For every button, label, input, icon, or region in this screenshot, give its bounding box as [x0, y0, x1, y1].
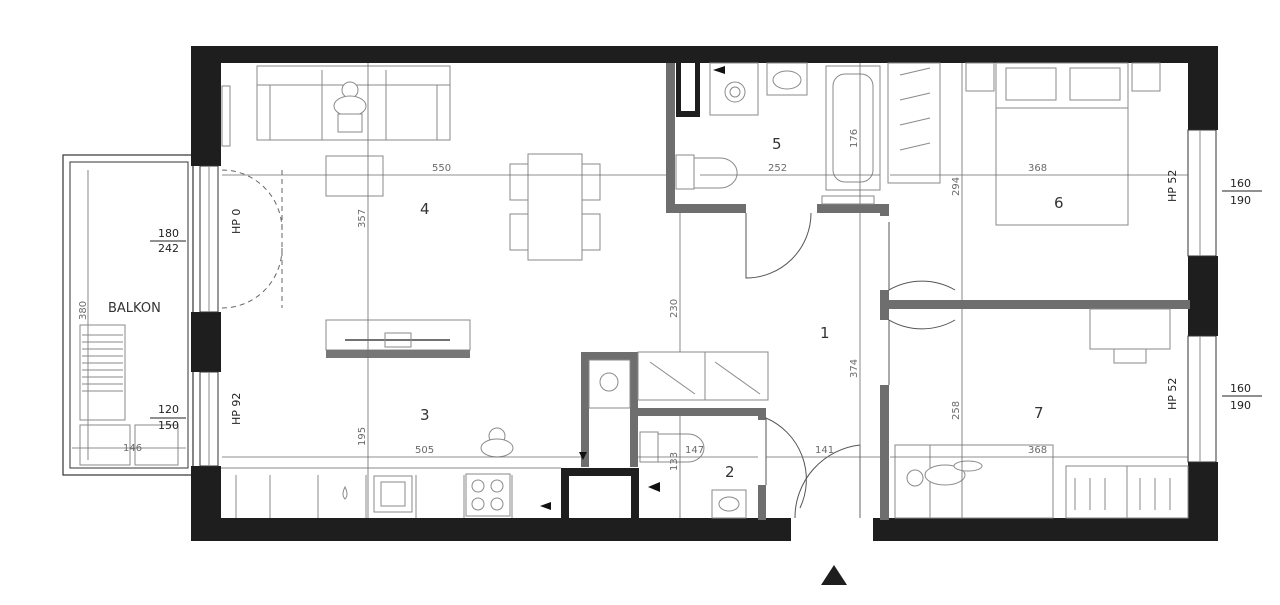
room-number-3: 3	[420, 406, 430, 424]
entrance-triangle-icon	[821, 565, 847, 585]
window-bed6-top: 160	[1230, 177, 1251, 190]
window-living-bottom: 242	[158, 242, 179, 255]
person-on-sofa	[333, 81, 367, 133]
balcony-chair	[79, 424, 131, 466]
boiler	[709, 62, 759, 116]
wc-fixtures	[639, 431, 747, 519]
window-living	[199, 165, 219, 313]
desk	[1089, 308, 1171, 350]
window-kitchen-top: 120	[158, 403, 179, 416]
dim-living-width: 550	[432, 163, 451, 174]
interior-doors	[745, 212, 956, 519]
wall-shelf	[221, 85, 231, 147]
wardrobe-bath	[887, 62, 941, 184]
nightstand-left	[965, 62, 995, 92]
balcony: BALKON 380 146	[62, 154, 194, 476]
faucet-icon	[342, 485, 348, 500]
desk-chair	[1113, 348, 1147, 364]
dim-bed7-width: 368	[1028, 445, 1047, 456]
dining-table	[509, 153, 601, 261]
dimension-labels: 550 357 252 176 294 368 230 374 258 195 …	[357, 129, 1047, 471]
wardrobe-bedroom-7	[1065, 465, 1189, 519]
fridge-marker-icon	[579, 452, 587, 460]
exterior-walls	[191, 46, 1218, 541]
dim-kitchen-width: 505	[415, 445, 434, 456]
washing-machine	[588, 359, 631, 409]
room-number-5: 5	[772, 135, 782, 153]
balcony-height-dim: 380	[78, 301, 89, 320]
balcony-table	[134, 424, 179, 466]
window-bed7-bottom: 190	[1230, 399, 1251, 412]
dim-wc-width: 147	[685, 445, 704, 456]
dim-bed6-depth: 294	[951, 177, 962, 196]
window-bed6-bottom: 190	[1230, 194, 1251, 207]
double-bed	[995, 62, 1129, 226]
dim-hall-depth: 230	[669, 299, 680, 318]
living-room-furniture	[221, 65, 601, 358]
wc-toilet	[639, 431, 705, 463]
room-number-4: 4	[420, 200, 430, 218]
room-number-1: 1	[820, 324, 830, 342]
room-number-6: 6	[1054, 194, 1064, 212]
bedroom-6-furniture	[965, 62, 1161, 226]
window-kitchen-bottom: 150	[158, 419, 179, 432]
person-in-kitchen	[480, 427, 514, 458]
bedroom-7-furniture	[894, 308, 1189, 519]
window-bedroom-7	[1187, 335, 1217, 463]
dim-bath-width: 252	[768, 163, 787, 174]
window-bed6-sill: HP 52	[1166, 170, 1179, 202]
person-in-bed	[906, 460, 983, 487]
window-kitchen	[199, 371, 219, 467]
coffee-table	[325, 155, 384, 197]
dim-kitchen-depth: 195	[357, 427, 368, 446]
dim-bath-depth: 176	[849, 129, 860, 148]
bathtub	[825, 65, 881, 191]
shaft-marker-icon	[540, 502, 551, 510]
dim-bed7-depth: 258	[951, 401, 962, 420]
balcony-deckchair	[79, 324, 126, 421]
dim-wc-depth: 133	[669, 452, 680, 471]
balcony-door-swing	[221, 169, 283, 309]
window-living-top: 180	[158, 227, 179, 240]
kitchen-sink	[373, 475, 413, 513]
shaft-marker-icon-2	[648, 482, 660, 492]
shower-drain	[821, 195, 875, 205]
windows	[199, 129, 1217, 467]
toilet	[675, 154, 738, 190]
kitchen-counter	[221, 427, 660, 518]
room-number-7: 7	[1034, 404, 1044, 422]
window-kitchen-sill: HP 92	[230, 393, 243, 425]
dimension-lines	[222, 63, 1188, 518]
nightstand-right	[1131, 62, 1161, 92]
room-number-2: 2	[725, 463, 735, 481]
window-bed7-sill: HP 52	[1166, 378, 1179, 410]
bathroom-fixtures	[675, 62, 941, 205]
bathroom-sink	[766, 62, 808, 96]
wc-sink	[711, 489, 747, 519]
dim-entry-width: 141	[815, 445, 834, 456]
dim-living-depth: 357	[357, 209, 368, 228]
interior-walls	[561, 63, 1190, 520]
room-numbers: 1 2 3 4 5 6 7	[420, 135, 1064, 481]
boiler-marker-icon	[713, 66, 725, 74]
balcony-label: BALKON	[108, 301, 161, 316]
window-labels: 180 242 HP 0 120 150 HP 92 160 190 HP 52…	[150, 170, 1262, 432]
tv-cabinet	[325, 319, 471, 358]
window-living-sill: HP 0	[230, 209, 243, 234]
dim-hall-length: 374	[849, 359, 860, 378]
balcony-width-dim: 146	[123, 443, 142, 454]
cooktop	[465, 473, 511, 517]
dim-bed6-width: 368	[1028, 163, 1047, 174]
hall-wardrobe	[588, 351, 769, 409]
window-bedroom-6	[1187, 129, 1217, 257]
window-bed7-top: 160	[1230, 382, 1251, 395]
